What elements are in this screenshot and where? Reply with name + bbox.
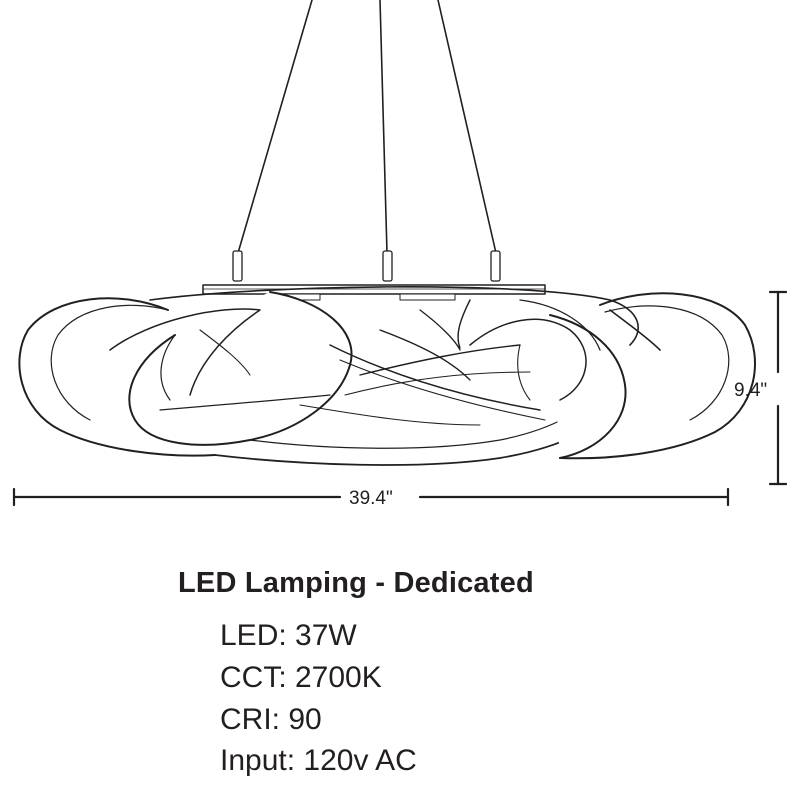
width-dimension-line	[12, 487, 730, 507]
spec-input-voltage: Input: 120v AC	[220, 744, 417, 777]
chandelier-drawing	[12, 0, 788, 507]
width-dimension-label: 39.4"	[349, 488, 393, 509]
mounting-bar	[202, 284, 546, 301]
cable-connectors	[232, 250, 501, 282]
suspension-cables	[237, 0, 497, 254]
spec-led-wattage: LED: 37W	[220, 619, 357, 652]
spec-cct: CCT: 2700K	[220, 661, 382, 694]
height-dimension-line	[768, 290, 788, 486]
spec-title: LED Lamping - Dedicated	[178, 567, 534, 599]
ribbon-shades	[18, 286, 756, 466]
height-dimension-label: 9.4"	[734, 380, 768, 401]
spec-cri: CRI: 90	[220, 703, 322, 736]
